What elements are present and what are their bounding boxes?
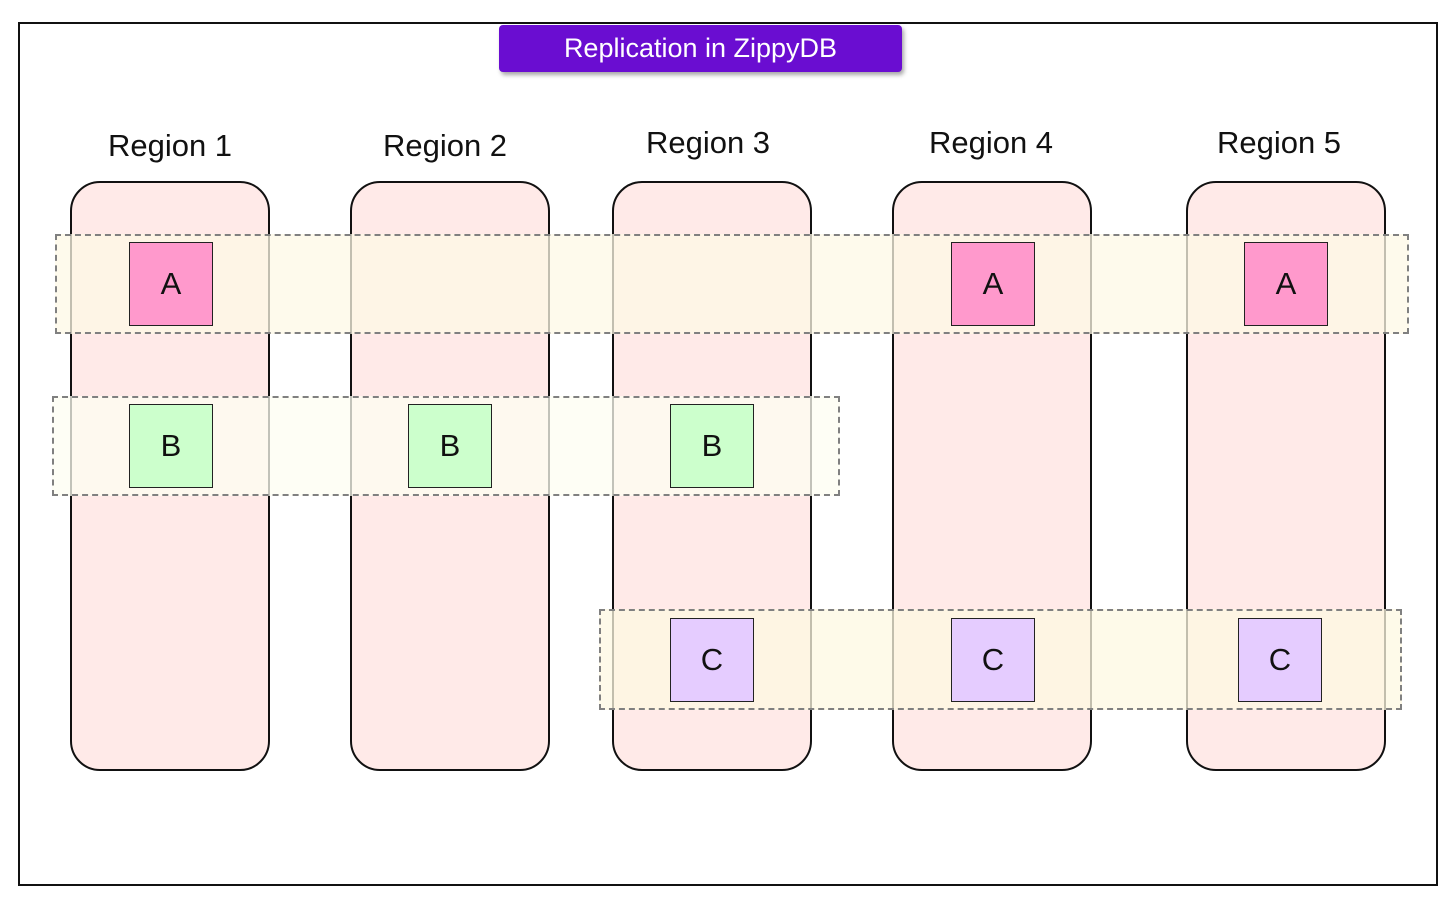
shard-replica-a: A <box>951 242 1035 326</box>
diagram-title-text: Replication in ZippyDB <box>563 33 838 63</box>
shard-replica-a: A <box>1244 242 1328 326</box>
region-label-3: Region 3 <box>645 125 771 160</box>
shard-replica-c: C <box>951 618 1035 702</box>
diagram-title: Replication in ZippyDB <box>499 25 902 72</box>
shard-replica-b: B <box>129 404 213 488</box>
region-label-4: Region 4 <box>928 125 1054 160</box>
replica-group-band-a <box>55 234 1409 334</box>
region-label-2: Region 2 <box>382 128 508 163</box>
shard-replica-b: B <box>408 404 492 488</box>
shard-replica-b: B <box>670 404 754 488</box>
region-label-1: Region 1 <box>107 128 233 163</box>
region-label-5: Region 5 <box>1216 125 1342 160</box>
shard-replica-c: C <box>1238 618 1322 702</box>
shard-replica-c: C <box>670 618 754 702</box>
shard-replica-a: A <box>129 242 213 326</box>
